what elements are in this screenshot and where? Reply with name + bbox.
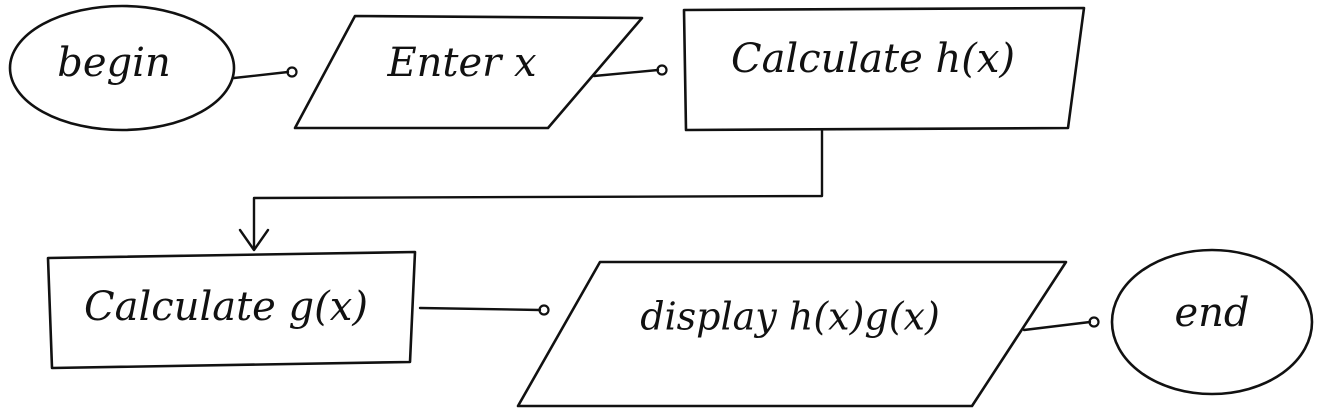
enter-x-parallelogram — [293, 14, 644, 130]
edge-begin-enter-arrowhead — [286, 66, 298, 78]
node-calculate-g: Calculate g(x) — [46, 250, 417, 370]
end-label: end — [1174, 290, 1249, 336]
edge-begin-enter-line — [232, 70, 290, 80]
edge-calcg-display-line — [418, 306, 542, 312]
display-parallelogram — [516, 260, 1068, 408]
edge-calch-calcg-arrowhead — [238, 228, 270, 252]
edge-calch-calcg — [238, 128, 824, 252]
edge-display-end-line — [1022, 320, 1092, 332]
edge-enter-calch — [592, 64, 668, 78]
edge-calcg-display — [418, 304, 550, 316]
edge-enter-calch-arrowhead — [656, 64, 668, 76]
edge-calch-calcg-line — [252, 128, 824, 250]
calculate-g-label: Calculate g(x) — [84, 284, 368, 330]
node-display: display h(x)g(x) — [516, 260, 1068, 408]
edge-begin-enter — [232, 66, 298, 80]
edge-display-end — [1022, 316, 1100, 332]
calculate-h-rectangle — [682, 6, 1086, 132]
end-ellipse — [1110, 248, 1314, 396]
calculate-h-label: Calculate h(x) — [731, 36, 1015, 82]
node-enter-x: Enter x — [293, 14, 644, 130]
edge-enter-calch-line — [592, 68, 660, 78]
edge-calcg-display-arrowhead — [538, 304, 550, 316]
begin-label: begin — [57, 40, 170, 86]
edge-display-end-arrowhead — [1088, 316, 1100, 328]
node-calculate-h: Calculate h(x) — [682, 6, 1086, 132]
calculate-g-rectangle — [46, 250, 417, 370]
display-label: display h(x)g(x) — [640, 295, 940, 339]
enter-x-label: Enter x — [386, 40, 536, 86]
node-begin: begin — [8, 4, 236, 132]
begin-ellipse — [8, 4, 236, 132]
node-end: end — [1110, 248, 1314, 396]
